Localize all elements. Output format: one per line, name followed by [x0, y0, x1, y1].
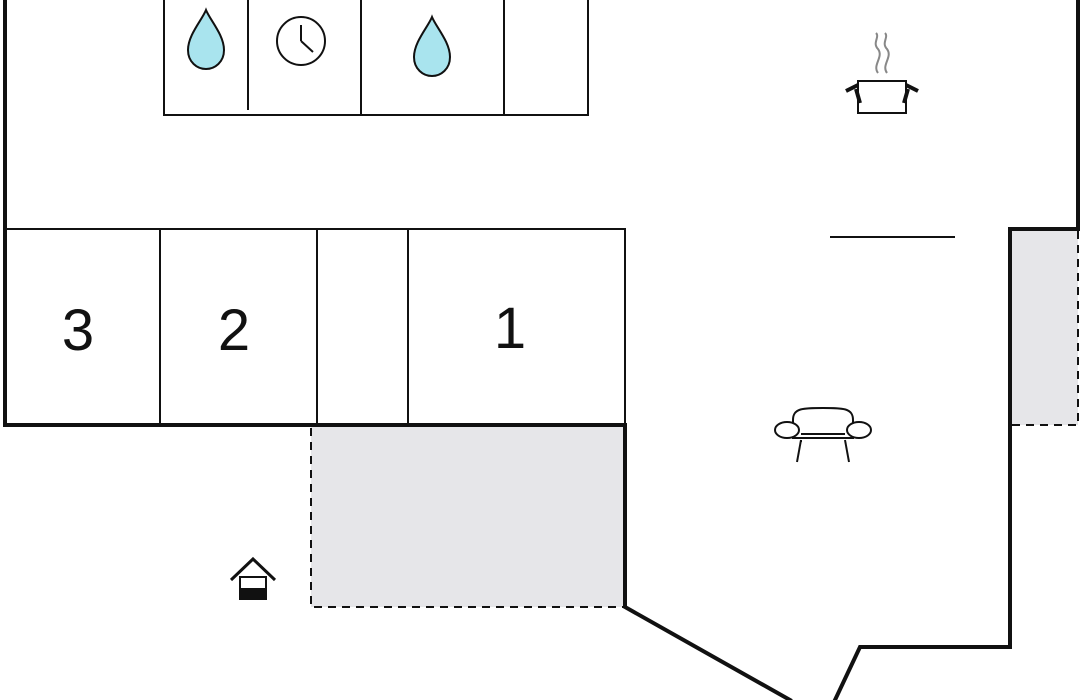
sofa-icon	[774, 407, 872, 463]
water-drop-icon	[412, 14, 452, 78]
house-entrance-icon	[229, 556, 277, 600]
terrace-area-right	[1009, 228, 1079, 426]
room-number-3: 3	[62, 298, 94, 363]
water-drop-icon	[186, 7, 226, 71]
bedroom-block	[5, 228, 626, 425]
outer-wall-right	[832, 0, 1080, 700]
room-number-2: 2	[218, 298, 250, 363]
bathroom-block	[163, 0, 589, 116]
clock-icon	[276, 16, 326, 66]
terrace-area	[310, 425, 626, 608]
cooking-pot-icon	[845, 32, 919, 114]
room-number-1: 1	[494, 296, 526, 361]
